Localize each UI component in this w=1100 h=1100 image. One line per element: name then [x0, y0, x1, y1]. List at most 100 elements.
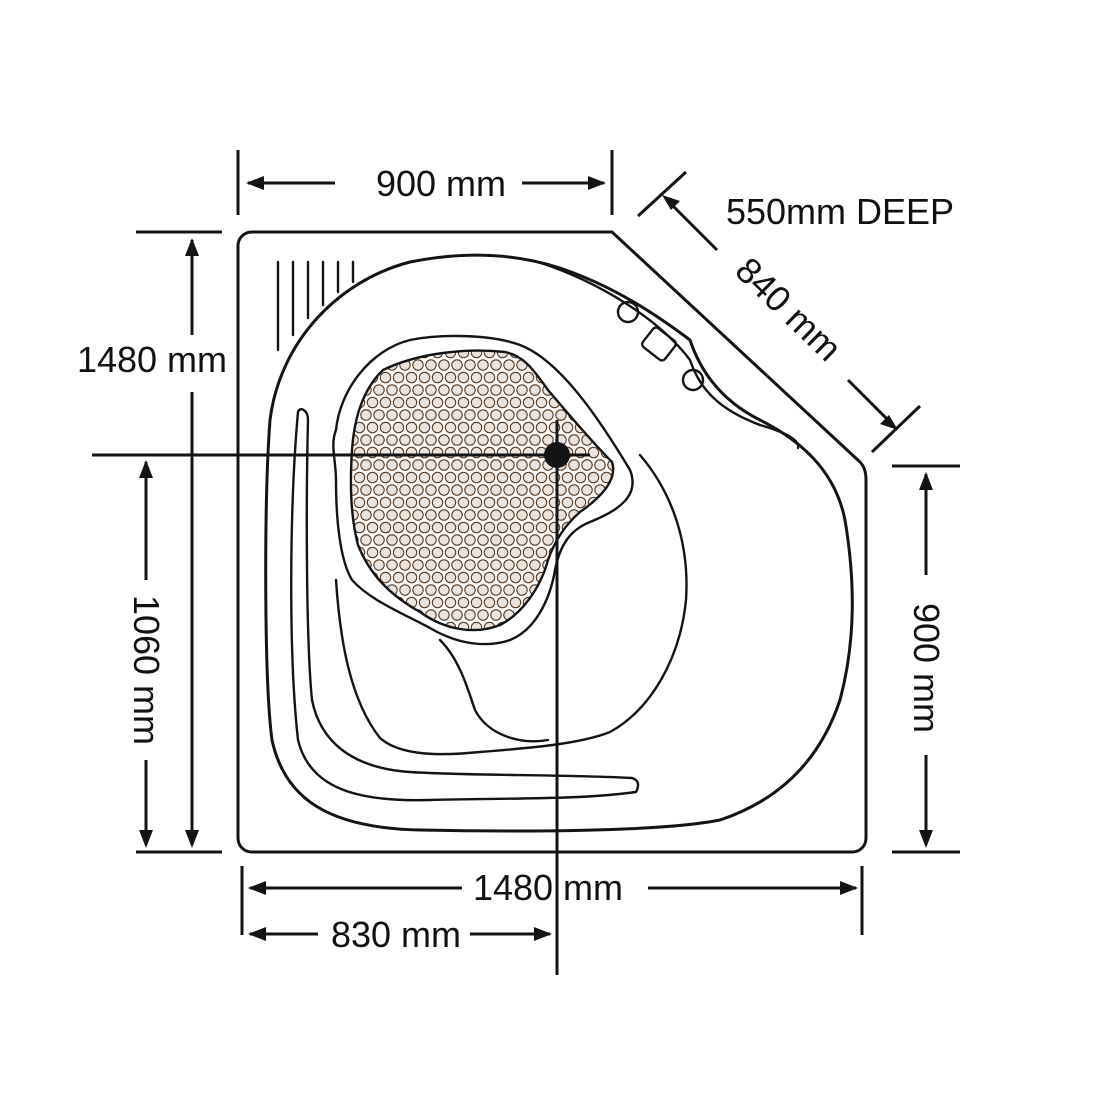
mat-dot: [335, 335, 345, 345]
mat-dot: [431, 471, 444, 484]
mat-dot: [438, 409, 450, 421]
mat-dot: [503, 534, 515, 546]
mat-dot: [535, 421, 548, 434]
mat-dot: [595, 335, 605, 345]
mat-dot: [431, 371, 444, 384]
mat-dot: [451, 359, 463, 371]
mat-dot: [366, 546, 379, 559]
mat-dot: [516, 484, 528, 496]
mat-dot: [444, 571, 457, 584]
mat-dot: [379, 521, 392, 534]
mat-dot: [496, 421, 509, 434]
mat-dot: [353, 471, 366, 484]
mat-dot: [542, 434, 554, 446]
mat-dot: [503, 509, 515, 521]
mat-dot: [561, 546, 574, 559]
mat-dot: [457, 371, 470, 384]
mat-dot: [607, 534, 614, 546]
mat-dot: [373, 459, 385, 471]
mat-dot: [607, 484, 614, 496]
right-height-label: 900 mm: [906, 603, 947, 733]
mat-dot: [425, 359, 437, 371]
mat-dot: [350, 596, 353, 609]
mat-dot: [607, 359, 614, 371]
mat-dot: [614, 422, 624, 432]
mat-dot: [438, 609, 450, 621]
mat-dot: [614, 472, 624, 482]
mat-dot: [509, 546, 522, 559]
mat-dot: [373, 484, 385, 496]
mat-dot: [464, 484, 476, 496]
mat-dot: [386, 409, 398, 421]
mat-dot: [581, 459, 593, 471]
mat-dot: [350, 350, 353, 359]
mat-dot: [405, 621, 418, 631]
mat-dot: [412, 459, 424, 471]
mat-dot: [373, 359, 385, 371]
mat-dot: [438, 359, 450, 371]
mat-dot: [451, 609, 463, 621]
mat-dot: [607, 559, 614, 571]
mat-dot: [335, 385, 345, 395]
mat-dot: [587, 521, 600, 534]
mat-dot: [451, 534, 463, 546]
mat-dot: [425, 409, 437, 421]
mat-dot: [483, 521, 496, 534]
mat-dot: [522, 471, 535, 484]
mat-dot: [405, 350, 418, 359]
mat-dot: [574, 471, 587, 484]
mat-dot: [496, 571, 509, 584]
tub-body: [236, 230, 868, 854]
mat-dot: [412, 359, 424, 371]
mat-dot: [431, 421, 444, 434]
mat-dot: [386, 484, 398, 496]
mat-dot: [522, 421, 535, 434]
mat-dot: [561, 421, 574, 434]
mat-dot: [470, 496, 483, 509]
mat-dot: [353, 596, 366, 609]
mat-dot: [496, 371, 509, 384]
mat-dot: [516, 559, 528, 571]
mat-dot: [457, 596, 470, 609]
mat-dot: [438, 509, 450, 521]
mat-dot: [621, 410, 631, 420]
mat-dot: [594, 434, 606, 446]
mat-dot: [587, 446, 600, 459]
diagonal-label: 840 mm: [728, 249, 850, 369]
mat-dot: [392, 421, 405, 434]
mat-dot: [425, 534, 437, 546]
mat-dot: [457, 521, 470, 534]
mat-dot: [425, 484, 437, 496]
mat-dot: [399, 509, 411, 521]
mat-dot: [444, 596, 457, 609]
mat-dot: [353, 496, 366, 509]
mat-dot: [503, 484, 515, 496]
mat-dot: [412, 434, 424, 446]
mat-dot: [335, 435, 345, 445]
mat-dot: [451, 584, 463, 596]
mat-dot: [581, 484, 593, 496]
mat-dot: [431, 496, 444, 509]
mat-dot: [405, 471, 418, 484]
mat-dot: [366, 471, 379, 484]
mat-dot: [529, 459, 541, 471]
top-width-label: 900 mm: [376, 163, 506, 204]
mat-dot: [490, 584, 502, 596]
mat-dot: [477, 584, 489, 596]
mat-dot: [438, 584, 450, 596]
mat-dot: [548, 371, 561, 384]
mat-dot: [522, 521, 535, 534]
mat-dot: [581, 534, 593, 546]
mat-dot: [451, 484, 463, 496]
mat-dot: [470, 521, 483, 534]
mat-dot: [350, 559, 359, 571]
mat-dot: [399, 384, 411, 396]
mat-dot: [496, 596, 509, 609]
mat-dot: [503, 384, 515, 396]
mat-dot: [561, 350, 574, 359]
mat-dot: [464, 559, 476, 571]
seat-contour: [438, 638, 550, 743]
mat-dot: [444, 496, 457, 509]
mat-dot: [568, 584, 580, 596]
